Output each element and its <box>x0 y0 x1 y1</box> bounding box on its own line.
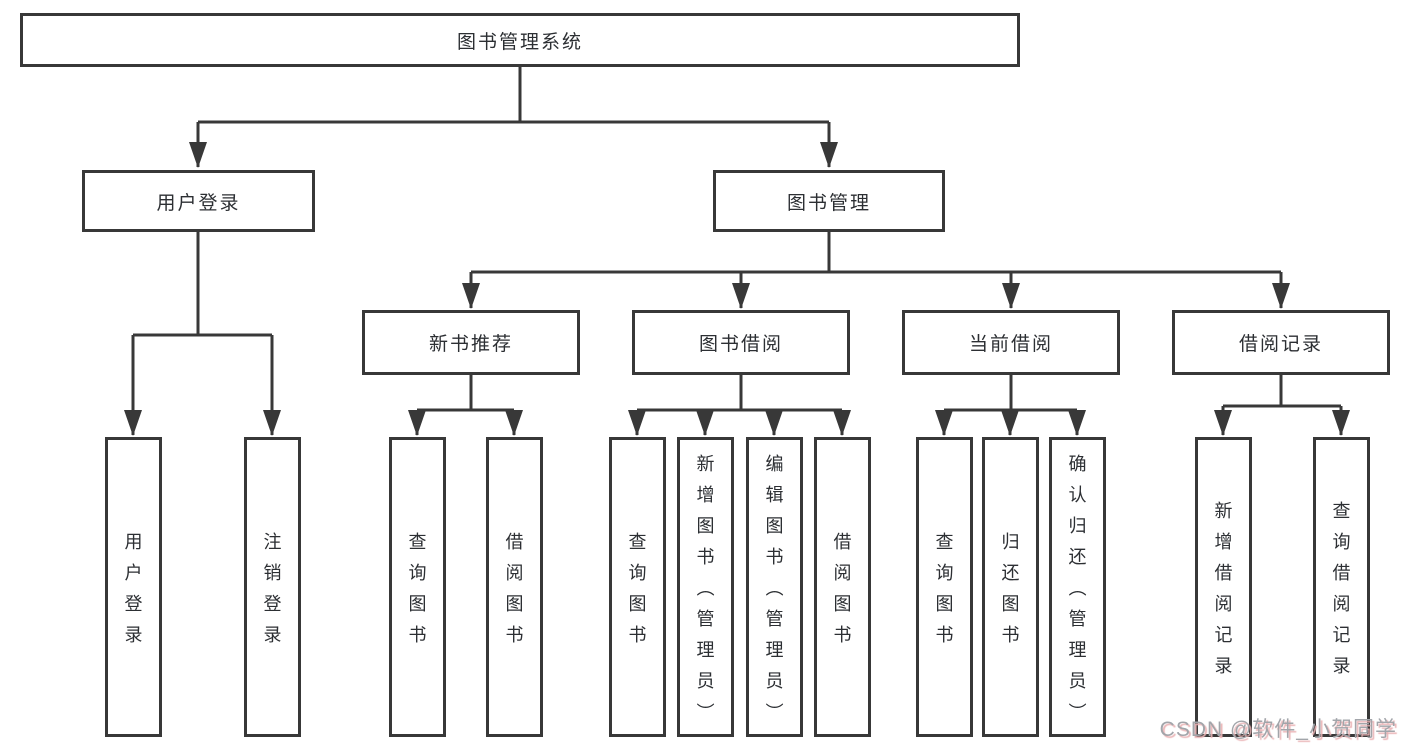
node-v-user-login: 用户登录 <box>105 437 162 737</box>
connector-book-management-to-level2 <box>471 232 1281 274</box>
node-current-borrow: 当前借阅 <box>902 310 1120 375</box>
node-v-edit-book-admin: 编辑图书（管理员） <box>746 437 803 737</box>
connector-borrow-record-children <box>1223 375 1341 408</box>
node-v-return-book: 归还图书 <box>982 437 1039 737</box>
node-label: 归还图书 <box>1001 531 1020 645</box>
node-label: 新增图书（管理员） <box>694 454 715 720</box>
node-v-query-books-1: 查询图书 <box>389 437 446 737</box>
node-v-query-borrow-record: 查询借阅记录 <box>1313 437 1370 737</box>
node-label: 新书推荐 <box>428 334 513 355</box>
node-label: 编辑图书（管理员） <box>763 454 784 720</box>
node-v-query-books-2: 查询图书 <box>609 437 666 737</box>
node-label: 查询图书 <box>628 531 647 645</box>
connector-book-borrow-children <box>637 375 842 412</box>
node-label: 借阅记录 <box>1238 334 1323 355</box>
connector-current-borrow-children <box>944 375 1077 412</box>
node-v-logout: 注销登录 <box>244 437 301 737</box>
node-v-query-books-3: 查询图书 <box>916 437 973 737</box>
node-v-add-borrow-record: 新增借阅记录 <box>1195 437 1252 737</box>
node-label: 注销登录 <box>263 531 282 645</box>
node-label: 查询图书 <box>935 531 954 645</box>
node-v-add-book-admin: 新增图书（管理员） <box>677 437 734 737</box>
connector-root-to-level1 <box>198 67 829 124</box>
node-label: 借阅图书 <box>505 531 524 645</box>
watermark: CSDN @软件_小贺同学 <box>1159 718 1397 741</box>
node-label: 借阅图书 <box>833 531 852 645</box>
node-label: 确认归还（管理员） <box>1066 454 1087 720</box>
node-label: 用户登录 <box>124 531 143 645</box>
node-book-borrow: 图书借阅 <box>632 310 850 375</box>
node-root: 图书管理系统 <box>20 13 1020 67</box>
connector-user-login-children <box>133 232 272 337</box>
node-user-login: 用户登录 <box>82 170 315 232</box>
node-v-borrow-books-1: 借阅图书 <box>486 437 543 737</box>
connector-new-book-children <box>417 375 514 412</box>
node-label: 用户登录 <box>156 192 241 214</box>
node-label: 图书借阅 <box>698 334 783 355</box>
node-label: 当前借阅 <box>968 334 1053 355</box>
node-book-management: 图书管理 <box>713 170 945 232</box>
node-label: 新增借阅记录 <box>1214 500 1233 676</box>
node-label: 图书管理系统 <box>456 31 583 53</box>
node-new-book-recommend: 新书推荐 <box>362 310 580 375</box>
node-v-confirm-return-admin: 确认归还（管理员） <box>1049 437 1106 737</box>
node-v-borrow-books-2: 借阅图书 <box>814 437 871 737</box>
node-label: 查询借阅记录 <box>1332 500 1351 676</box>
node-borrow-record: 借阅记录 <box>1172 310 1390 375</box>
node-label: 查询图书 <box>408 531 427 645</box>
node-label: 图书管理 <box>786 192 871 214</box>
